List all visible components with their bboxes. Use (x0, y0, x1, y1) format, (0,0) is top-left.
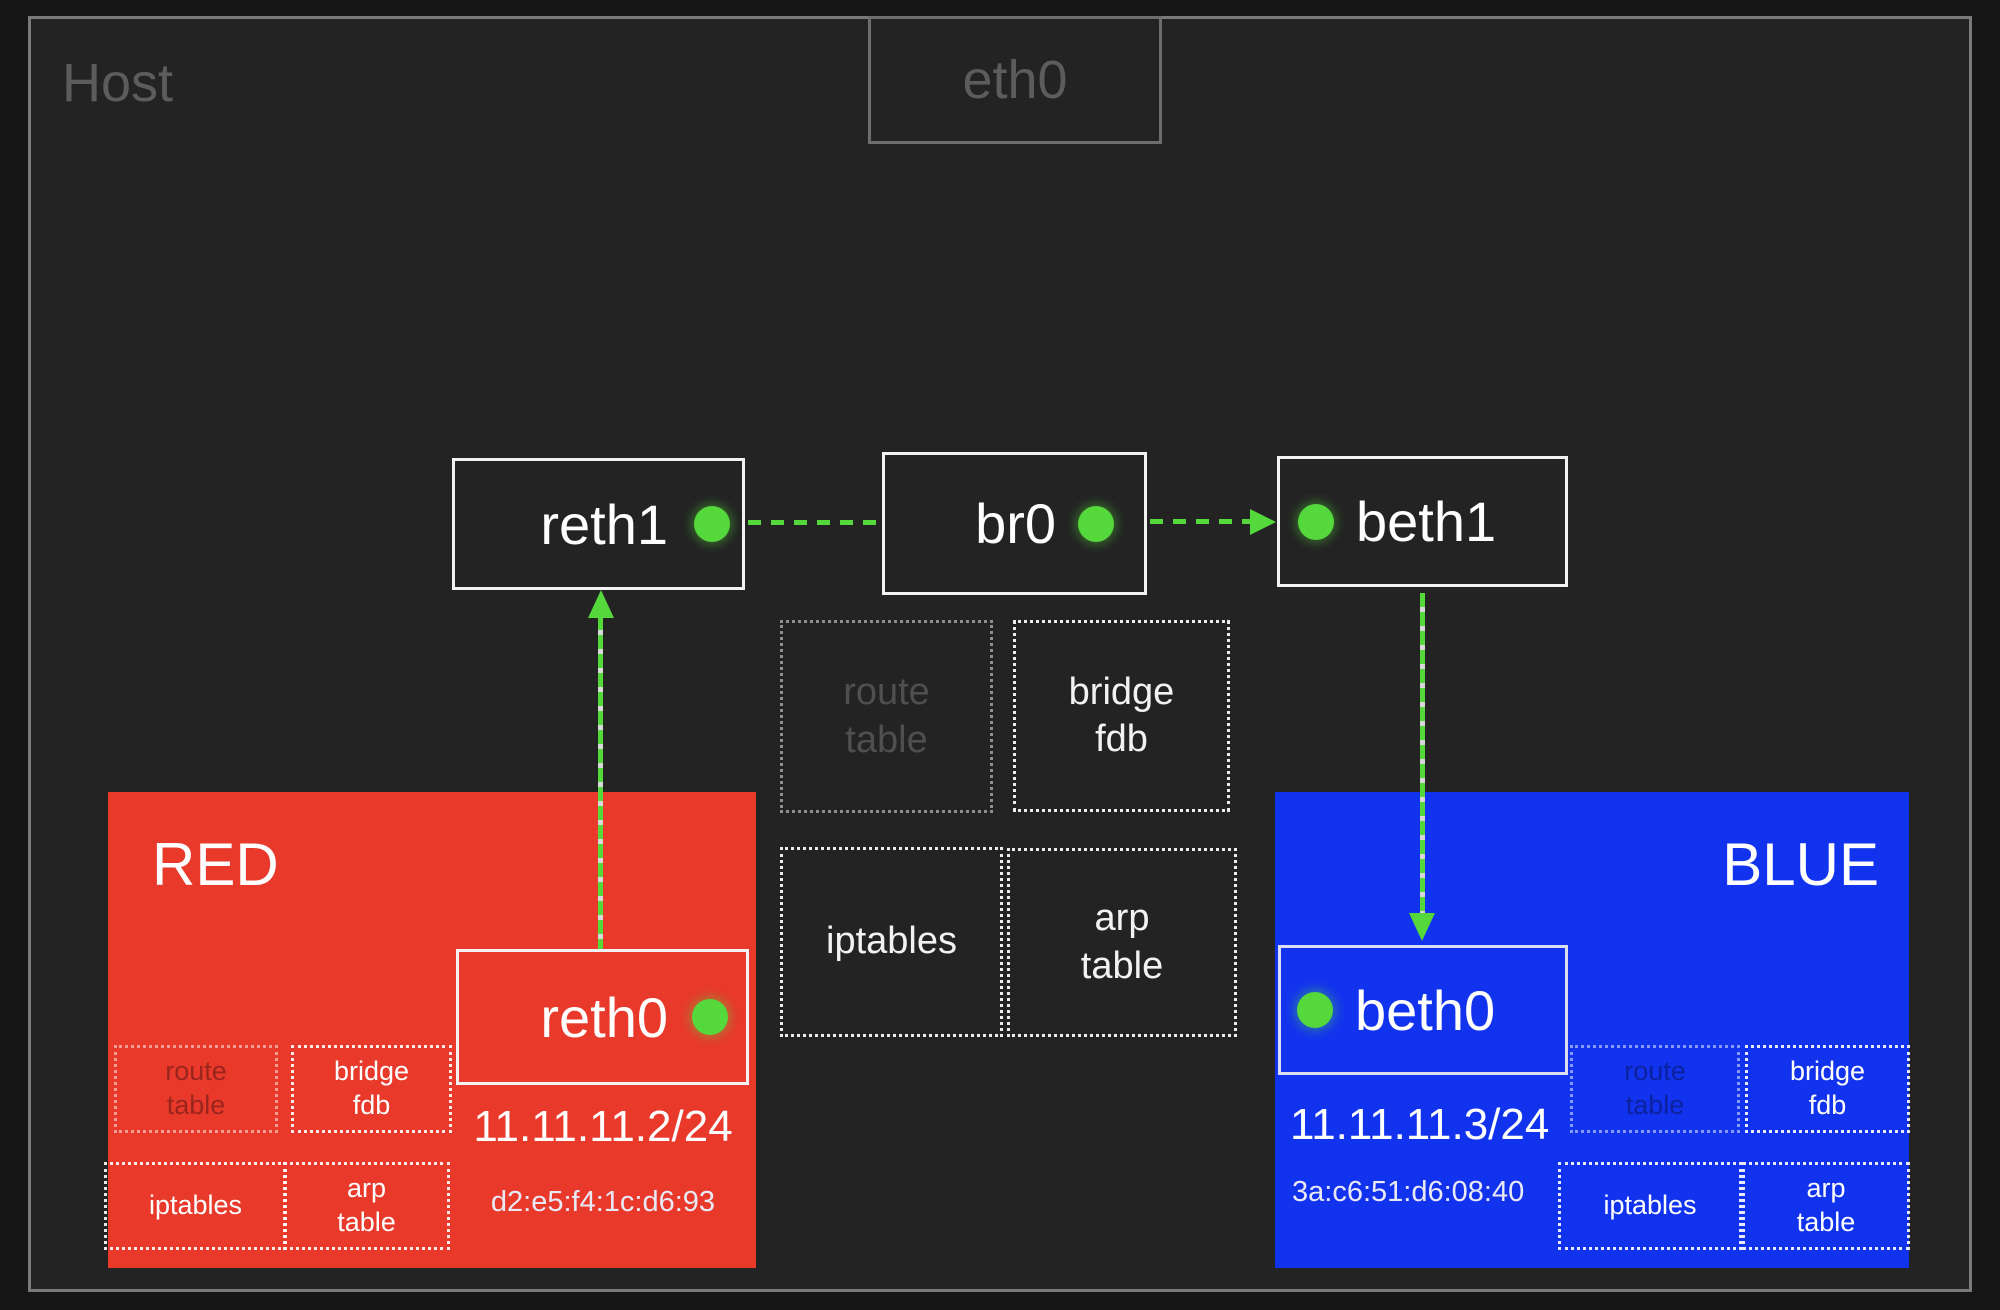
red-arp-table-box: arp table (283, 1162, 450, 1250)
red-ip-address: 11.11.11.2/24 (473, 1102, 733, 1151)
host-bridge-fdb-box: bridge fdb (1013, 620, 1230, 812)
blue-bridge-fdb-box: bridge fdb (1745, 1045, 1910, 1133)
node-beth1: beth1 (1277, 456, 1568, 587)
namespace-red: RED route table bridge fdb iptables arp … (104, 792, 756, 1268)
beth1-label: beth1 (1356, 490, 1497, 553)
host-route-table-box: route table (780, 620, 993, 813)
red-namespace-label: RED (152, 831, 279, 898)
beth0-label: beth0 (1355, 978, 1496, 1042)
blue-route-table-box: route table (1570, 1045, 1740, 1133)
arrowhead-into-beth0 (1409, 913, 1435, 941)
blue-ip-address: 11.11.11.3/24 (1290, 1100, 1550, 1149)
node-eth0: eth0 (868, 16, 1162, 144)
link-reth1-br0 (748, 520, 882, 525)
arrowhead-into-beth1 (1250, 509, 1276, 535)
reth0-label: reth0 (540, 985, 668, 1049)
link-beth1-beth0 (1420, 593, 1425, 913)
link-reth0-reth1 (598, 616, 603, 949)
host-label: Host (62, 53, 174, 113)
node-reth1: reth1 (452, 458, 745, 590)
host-arp-table-box: arp table (1007, 848, 1237, 1037)
arrowhead-into-reth1 (588, 590, 614, 618)
red-iptables-box: iptables (104, 1162, 287, 1250)
link-br0-beth1 (1150, 519, 1252, 524)
blue-namespace-label: BLUE (1722, 831, 1879, 898)
host-iptables-box: iptables (780, 847, 1003, 1037)
blue-mac-address: 3a:c6:51:d6:08:40 (1292, 1176, 1525, 1208)
beth0-port-dot (1297, 992, 1333, 1028)
reth1-port-dot (694, 506, 730, 542)
eth0-label: eth0 (962, 50, 1068, 110)
reth0-port-dot (692, 999, 728, 1035)
node-reth0: reth0 (456, 949, 749, 1085)
blue-arp-table-box: arp table (1742, 1162, 1910, 1250)
red-bridge-fdb-box: bridge fdb (291, 1045, 452, 1133)
red-route-table-box: route table (114, 1045, 278, 1133)
node-br0: br0 (882, 452, 1147, 595)
blue-iptables-box: iptables (1558, 1162, 1742, 1250)
namespace-blue: BLUE route table bridge fdb iptables arp… (1275, 792, 1910, 1268)
node-beth0: beth0 (1278, 945, 1568, 1075)
beth1-port-dot (1298, 503, 1334, 540)
red-mac-address: d2:e5:f4:1c:d6:93 (490, 1186, 716, 1218)
reth1-label: reth1 (540, 492, 668, 556)
br0-label: br0 (975, 492, 1056, 555)
br0-port-dot (1078, 505, 1114, 542)
